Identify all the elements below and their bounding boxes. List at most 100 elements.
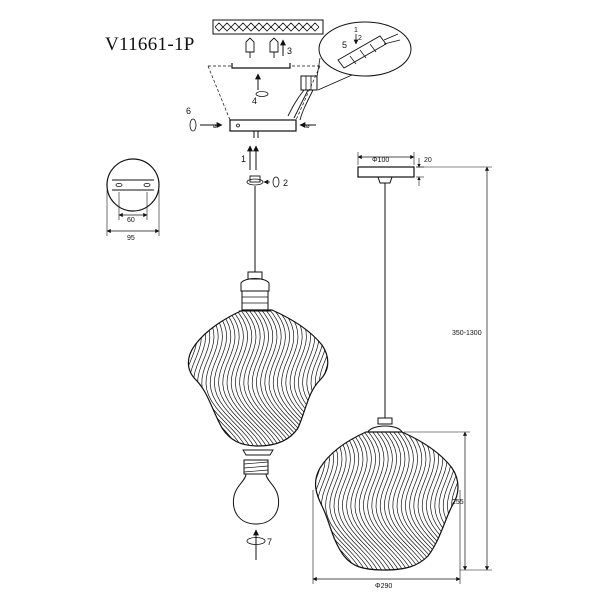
svg-text:1: 1 — [354, 27, 358, 34]
shade-height-label: 255 — [452, 499, 464, 506]
shade-rib-line — [320, 432, 367, 570]
canopy-plate — [229, 119, 297, 132]
shade-rib-line — [379, 432, 426, 570]
shade-rib-line — [348, 308, 393, 448]
shade-rib-line — [251, 310, 298, 446]
shade-rib-line — [221, 310, 268, 446]
mounting-assembly: 3 4 — [186, 19, 412, 188]
shade-rib-line — [247, 310, 293, 446]
shade-rib-line — [345, 432, 392, 570]
step-label-7: 7 — [267, 537, 272, 547]
shade-rib-line — [383, 432, 430, 570]
shade-rib-line — [226, 310, 272, 446]
step-label-4: 4 — [252, 96, 257, 106]
shade-rib-line — [188, 310, 197, 446]
shade-rib-line — [266, 430, 311, 572]
shade-rib-line — [188, 310, 193, 446]
ceiling-pattern — [214, 22, 320, 32]
shade-rib-line — [242, 310, 289, 446]
shade-rib-line — [324, 432, 371, 570]
shade-rib-line — [485, 430, 530, 572]
shade-rib-line — [255, 310, 302, 446]
shade-rib-line — [217, 310, 264, 446]
shade-rib-line — [497, 430, 542, 572]
shade-rib-line — [209, 310, 256, 446]
shade-rib-line — [333, 432, 379, 570]
step-2-nut: 2 — [246, 175, 288, 188]
shade-rib-line — [387, 432, 434, 570]
shade-rib-line — [200, 310, 247, 446]
shade-rib-line — [361, 308, 406, 448]
shade-rib-line — [450, 432, 458, 570]
shade-rib-line — [354, 432, 400, 570]
shade-rib-line — [493, 430, 538, 572]
shade-rib-line — [138, 308, 183, 448]
hole-spacing-label: 60 — [127, 217, 135, 224]
glass-shade — [138, 308, 423, 448]
plate-width-label: 95 — [127, 235, 135, 242]
shade-rib-line — [365, 308, 410, 448]
shade-rib-line — [238, 310, 285, 446]
glass-shade-assembled — [262, 430, 551, 572]
shade-rib-line — [205, 310, 251, 446]
shade-rib-line — [234, 310, 281, 446]
shade-rib-line — [301, 310, 328, 446]
shade-rib-line — [404, 432, 451, 570]
shade-rib-line — [230, 310, 277, 446]
shade-rib-line — [370, 432, 417, 570]
shade-rib-line — [362, 432, 409, 570]
suspension-length-label: 350-1300 — [452, 330, 482, 337]
step-label-6: 6 — [186, 106, 191, 116]
shade-rib-line — [358, 432, 405, 570]
shade-rib-line — [459, 430, 504, 572]
shade-rib-line — [400, 432, 447, 570]
shade-rib-line — [213, 310, 260, 446]
shade-rib-line — [468, 430, 513, 572]
step-label-1: 1 — [241, 154, 246, 164]
shade-rib-line — [328, 432, 375, 570]
shade-rib-line — [142, 308, 187, 448]
shade-rib-line — [337, 432, 384, 570]
shade-rib-line — [506, 430, 551, 572]
shade-rib-line — [375, 432, 421, 570]
shade-rib-line — [446, 432, 458, 570]
shade-rib-line — [464, 430, 509, 572]
shade-rib-line — [310, 310, 328, 446]
shade-rib-line — [322, 310, 328, 446]
shade-rib-line — [262, 430, 307, 572]
step-label-2: 2 — [283, 178, 288, 188]
shade-rib-line — [341, 432, 388, 570]
shade-ribs — [138, 308, 423, 448]
canopy-plate-top-view: 60 95 — [106, 158, 160, 242]
terminal-block — [287, 75, 318, 121]
shade-rib-line — [305, 310, 328, 446]
shade-rib-line — [378, 308, 423, 448]
shade-rib-line — [263, 310, 310, 446]
canopy-height-label: 20 — [424, 157, 432, 164]
shade-rib-line — [472, 430, 517, 572]
shade-rib-line — [349, 432, 396, 570]
shade-rib-line — [501, 430, 546, 572]
step-label-3: 3 — [287, 46, 292, 56]
shade-rib-line — [489, 430, 534, 572]
canopy — [357, 166, 415, 178]
shade-rib-line — [425, 432, 458, 570]
shade-rib-line — [391, 432, 438, 570]
assembled-pendant: Φ100 20 350-1300 255 Φ290 — [262, 152, 551, 590]
shade-rib-line — [476, 430, 521, 572]
svg-text:ø: ø — [213, 124, 217, 130]
model-number: V11661-1P — [105, 34, 195, 55]
shade-rib-line — [259, 310, 306, 446]
shade-rib-line — [326, 310, 328, 446]
shade-diameter-label: Φ290 — [375, 583, 392, 590]
shade-rib-line — [344, 308, 389, 448]
shade-rib-line — [289, 310, 328, 446]
shade-rib-line — [196, 310, 243, 446]
shade-ribs-assembled — [262, 430, 551, 572]
shade-rib-line — [318, 310, 328, 446]
ceiling-strip — [212, 19, 324, 35]
shade-rib-line — [315, 432, 316, 570]
shade-rib-line — [284, 310, 328, 446]
